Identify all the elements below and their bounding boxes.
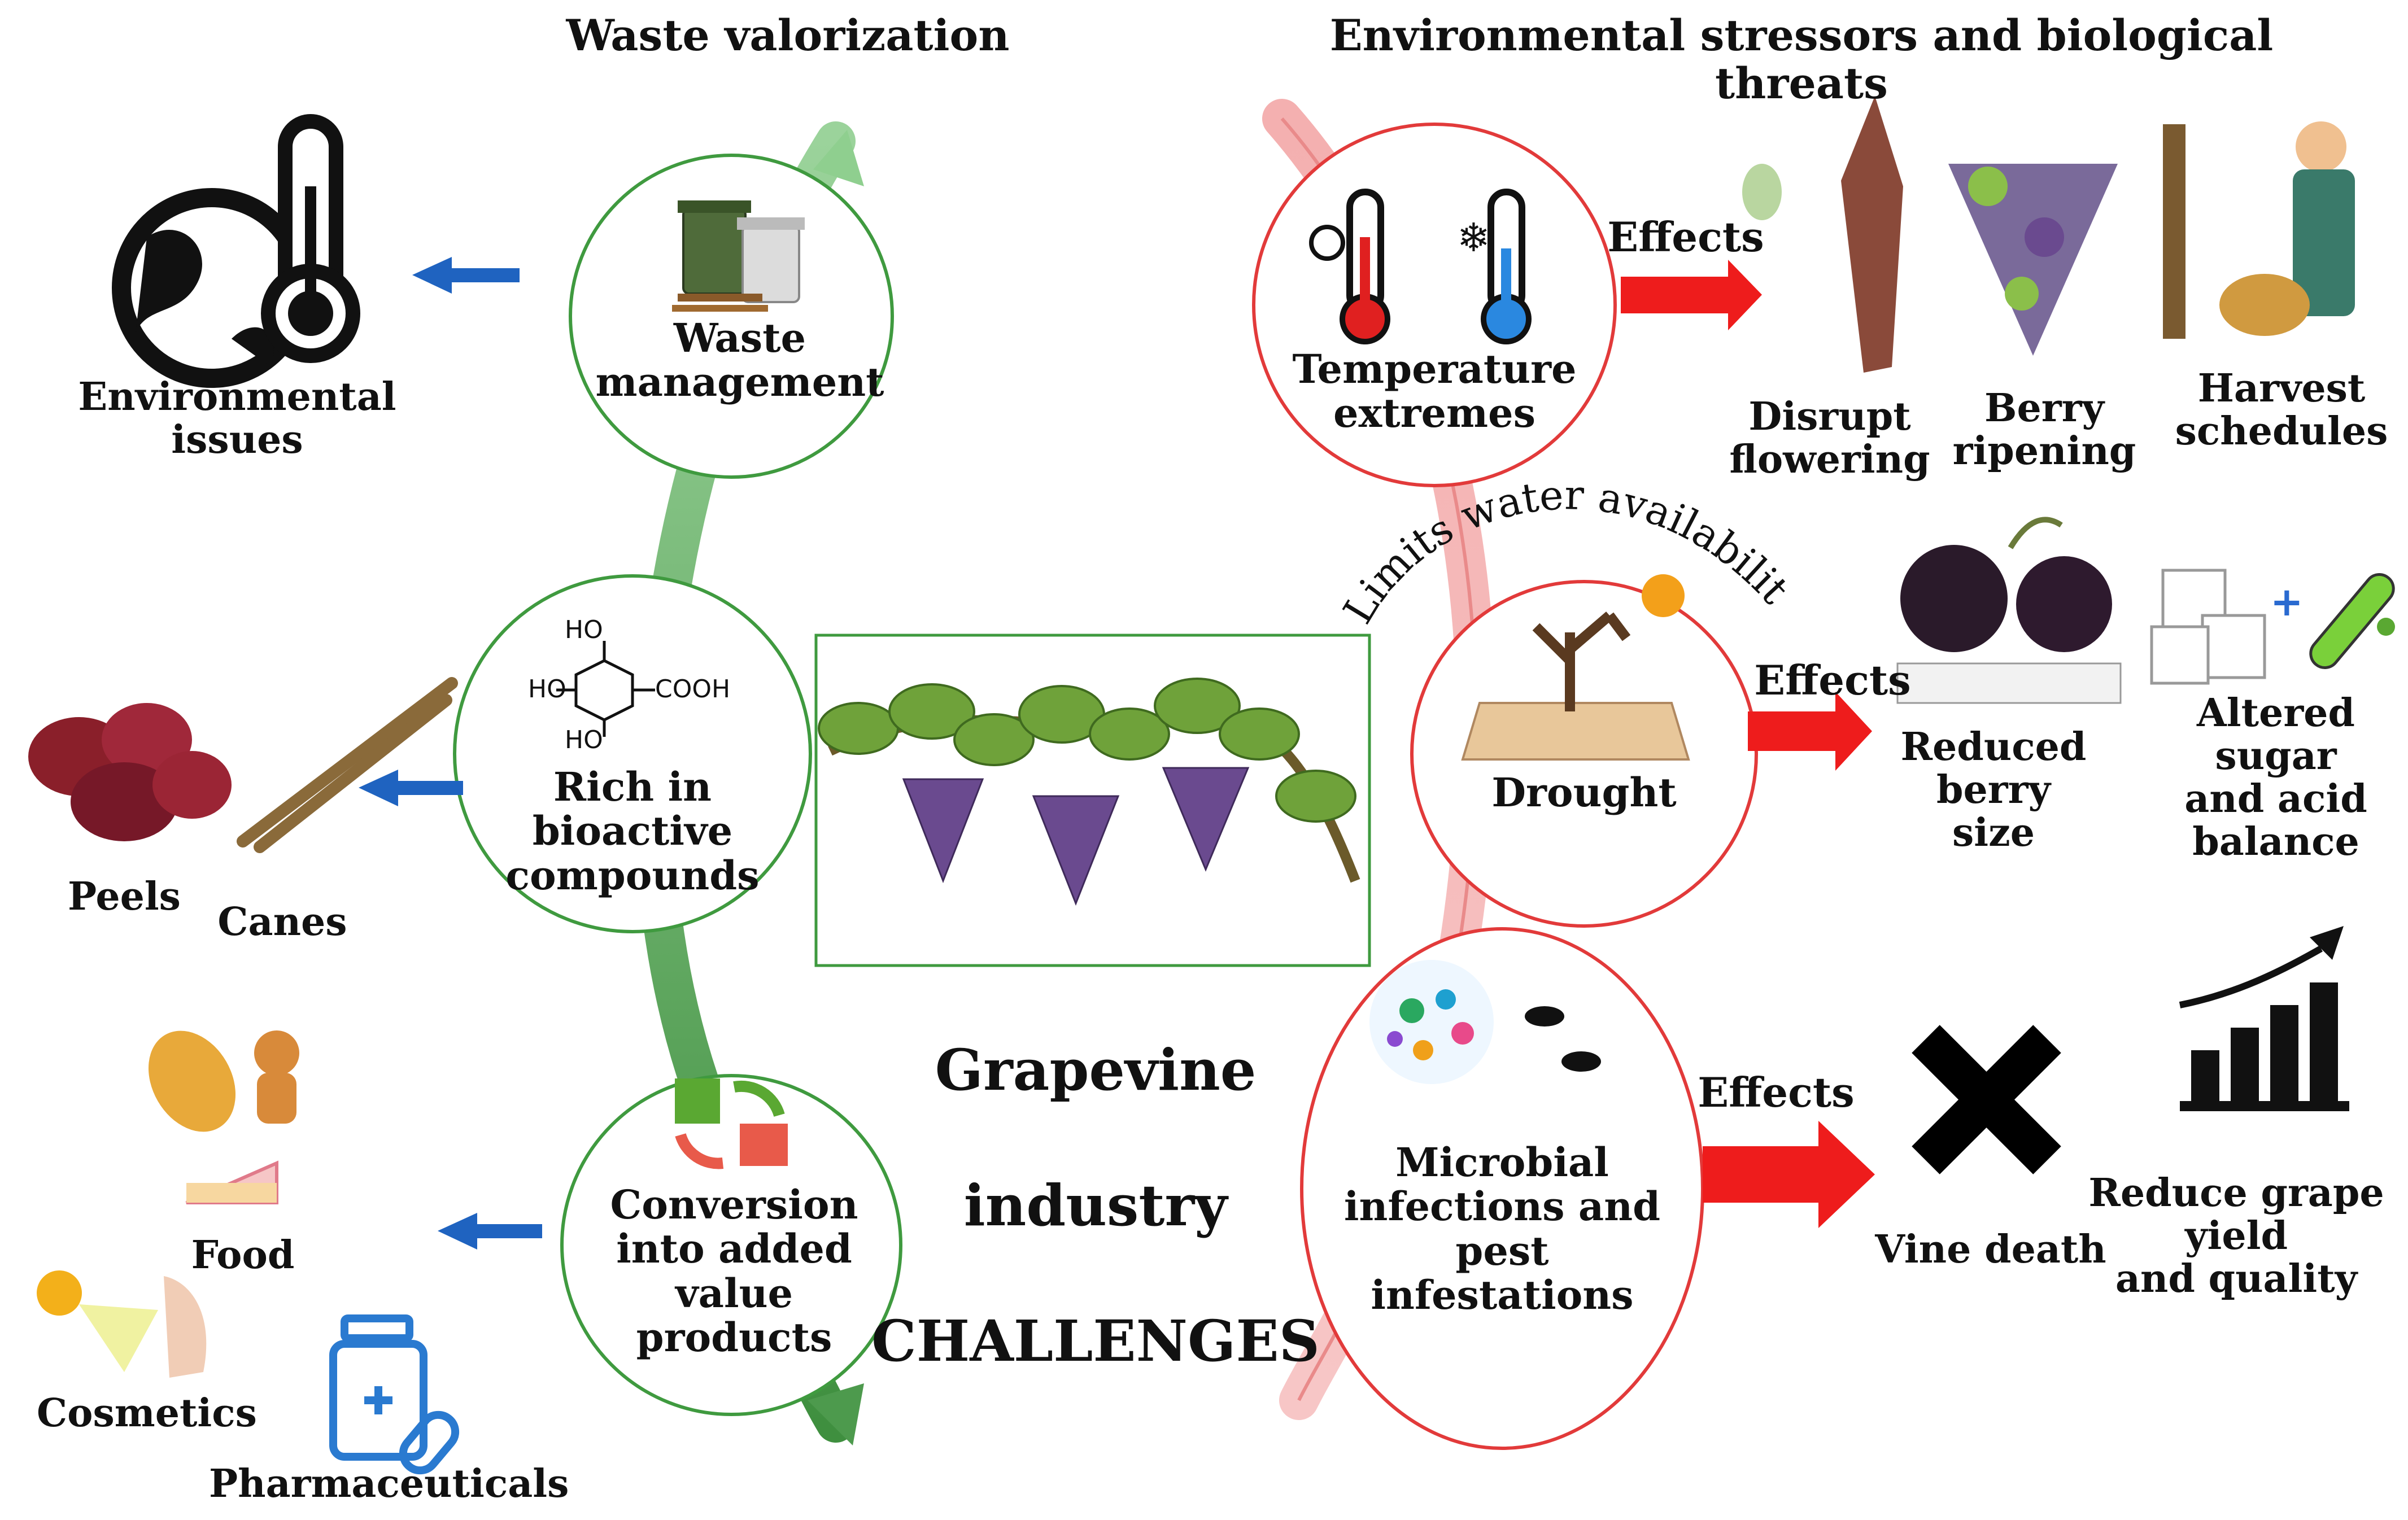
sugar-acid-label: Altered sugar and acid balance <box>2184 691 2367 865</box>
ho-bottom-label: HO <box>565 726 603 754</box>
microbial-label: Microbial infections and pest infestatio… <box>1343 1139 1661 1319</box>
waste-management-label: Waste management <box>595 315 884 406</box>
globe-thermometer-icon <box>112 114 360 388</box>
center-title-line2: industry <box>963 1172 1228 1239</box>
reduced-berry-size-label: Reduced berry size <box>1900 724 2087 856</box>
harvest-schedules-label: Harvest schedules <box>2175 366 2388 455</box>
center-title: Grapevine industry CHALLENGES <box>858 968 1333 1443</box>
conversion-icon <box>675 1078 788 1169</box>
center-title-line3: CHALLENGES <box>871 1308 1320 1374</box>
effects-label-microbial: Effects <box>1698 1068 1855 1116</box>
header-waste-valorization: Waste valorization <box>566 10 1010 60</box>
svg-text:❄: ❄ <box>1457 215 1490 261</box>
grape-canes-image <box>237 677 458 853</box>
berry-ripening-label: Berry ripening <box>1952 386 2136 474</box>
harvest-worker-image <box>2163 121 2355 339</box>
effects-label-temperature: Effects <box>1607 213 1764 261</box>
ho-left-label: HO <box>528 675 566 704</box>
gallic-acid-structure <box>556 641 655 737</box>
red-arrow-drought <box>1748 692 1872 771</box>
waste-bins-icon <box>672 200 805 312</box>
circle-conversion <box>560 1074 902 1416</box>
svg-text:+: + <box>2270 579 2304 625</box>
pharmaceuticals-icon <box>329 1314 460 1475</box>
peels-label: Peels <box>68 874 181 919</box>
effects-label-drought: Effects <box>1754 656 1911 704</box>
cosmetics-label: Cosmetics <box>37 1391 257 1436</box>
circle-bioactive <box>453 574 812 933</box>
canes-label: Canes <box>217 899 347 945</box>
sugar-acid-icon: + <box>2150 569 2395 685</box>
blue-arrow-env <box>412 257 520 294</box>
cooh-label: COOH <box>655 675 731 704</box>
grape-cluster-ripening-image <box>1948 164 2118 356</box>
blue-arrow-peels <box>359 770 463 806</box>
temperature-label: Temperature extremes <box>1292 346 1577 437</box>
yield-chart-icon <box>2179 926 2349 1111</box>
red-arrow-temperature <box>1621 260 1762 330</box>
vine-death-label: Vine death <box>1875 1227 2106 1272</box>
grape-bud-image <box>1742 96 1903 373</box>
grapevine-illustration <box>818 678 1360 906</box>
center-title-line1: Grapevine <box>935 1037 1257 1103</box>
red-arrow-microbial <box>1703 1121 1875 1228</box>
temperature-icon: ❄ <box>1309 189 1532 344</box>
green-curve-top-tip <box>813 130 864 186</box>
header-stressors: Environmental stressors and biological t… <box>1329 10 2274 109</box>
cosmetics-icon <box>37 1270 207 1378</box>
blue-arrow-food <box>438 1213 542 1250</box>
circle-waste-management <box>569 154 894 479</box>
food-icons <box>148 1030 299 1204</box>
pharmaceuticals-label: Pharmaceuticals <box>209 1461 569 1506</box>
vine-death-x-icon <box>1912 1025 2061 1174</box>
conversion-label: Conversion into added value products <box>610 1181 858 1361</box>
ho-top-label: HO <box>565 615 603 644</box>
drought-icon <box>1461 574 1690 761</box>
grape-peels-image <box>28 703 232 841</box>
green-curve-bottom-tip <box>808 1383 864 1445</box>
microbes-icon <box>1369 960 1601 1084</box>
drought-label: Drought <box>1491 769 1677 816</box>
environmental-issues-label: Environmental issues <box>78 374 396 463</box>
disrupt-flowering-label: Disrupt flowering <box>1729 394 1930 483</box>
food-label: Food <box>191 1233 295 1278</box>
grape-berries-ruler-image <box>1896 517 2122 704</box>
bioactive-label: Rich in bioactive compounds <box>505 763 760 899</box>
reduce-yield-label: Reduce grape yield and quality <box>2088 1170 2384 1302</box>
